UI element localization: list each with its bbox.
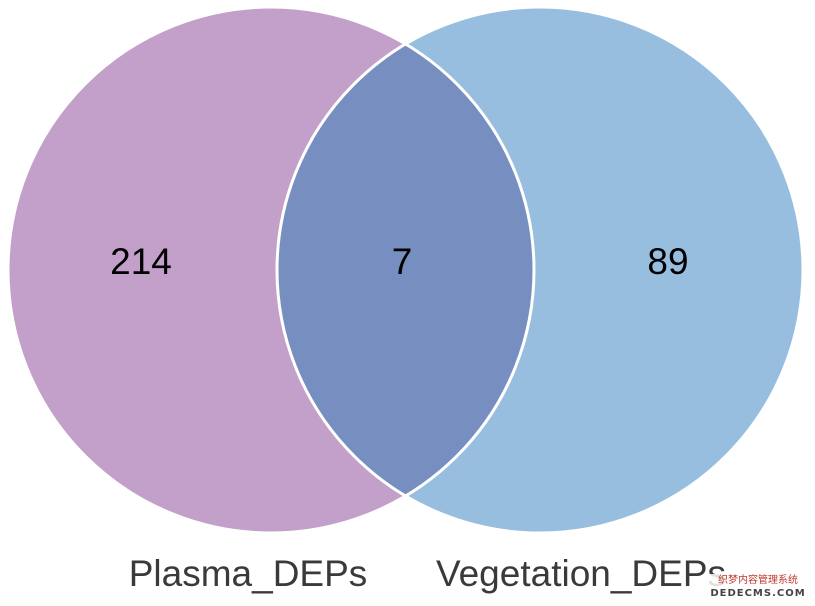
- set-a-only-count: 214: [110, 241, 172, 282]
- set-b-only-count: 89: [647, 241, 688, 282]
- set-b-outline: [275, 5, 805, 535]
- set-a-outline: [6, 5, 536, 535]
- set-a-label: Plasma_DEPs: [129, 553, 368, 594]
- intersection-region: [277, 7, 534, 533]
- watermark-logo: 织梦内容管理系统 DEDECMS.COM: [705, 574, 811, 602]
- intersection-count: 7: [392, 241, 413, 282]
- set-b-label: Vegetation_DEPs: [436, 553, 726, 594]
- watermark-line2: DEDECMS.COM: [710, 588, 806, 599]
- watermark-line1: 织梦内容管理系统: [718, 575, 798, 586]
